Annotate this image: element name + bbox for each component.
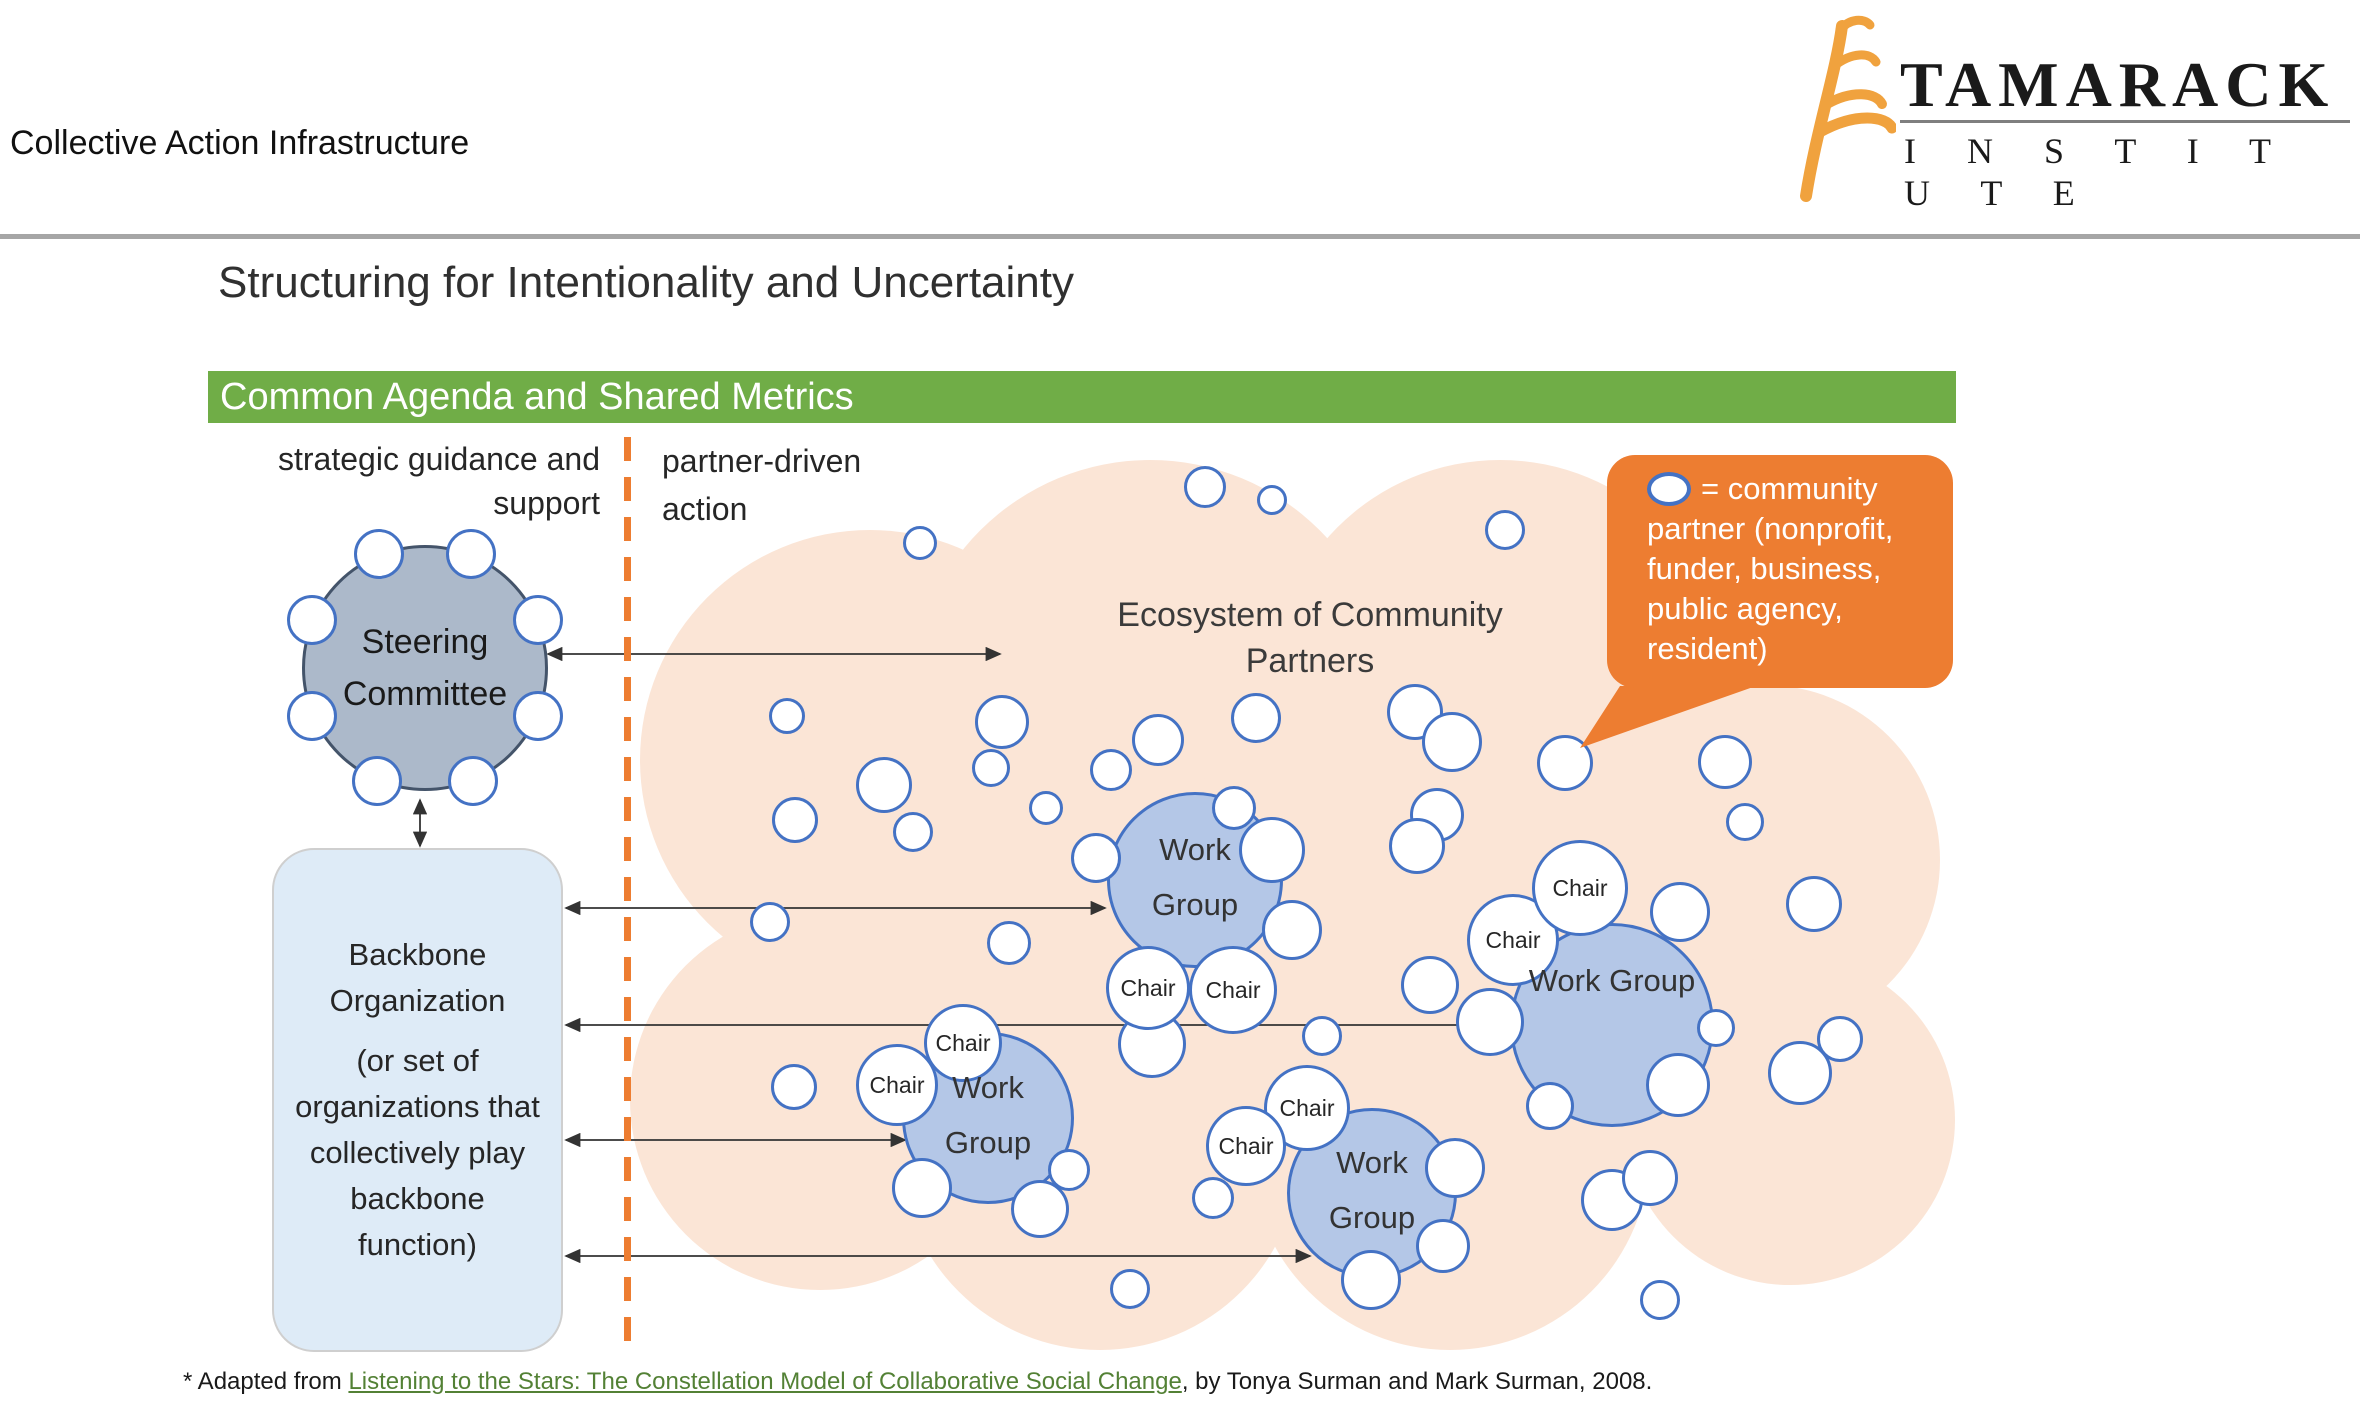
chair-circle: Chair <box>924 1004 1002 1082</box>
partner-circle <box>903 526 937 560</box>
legend-callout: = community partner (nonprofit, funder, b… <box>1607 455 1953 688</box>
partner-circle <box>1485 510 1525 550</box>
partner-circle <box>1650 882 1710 942</box>
partner-circle <box>1011 1180 1069 1238</box>
tamarack-institute-logo: TAMARACK I N S T I T U T E <box>1772 8 2352 213</box>
common-agenda-banner: Common Agenda and Shared Metrics <box>208 371 1956 423</box>
partner-circle <box>1646 1053 1710 1117</box>
partner-circle <box>1184 466 1226 508</box>
backbone-text-line: organizations that <box>295 1089 540 1124</box>
committee-member-circle <box>446 528 497 579</box>
partner-circle <box>1817 1016 1863 1062</box>
partner-circle <box>1192 1177 1234 1219</box>
work-group-label: Work Group <box>1528 963 1696 998</box>
partner-circle <box>1132 714 1184 766</box>
committee-member-circle <box>286 691 337 742</box>
tamarack-tree-icon <box>1800 15 1896 202</box>
partner-circle <box>892 1158 952 1218</box>
page-title: Collective Action Infrastructure <box>10 124 470 162</box>
slide-title: Structuring for Intentionality and Uncer… <box>218 258 1075 307</box>
partner-circle <box>893 812 933 852</box>
partner-circle <box>1029 791 1063 825</box>
partner-circle <box>1110 1269 1150 1309</box>
backbone-text-line: collectively play <box>309 1135 526 1170</box>
backbone-text-line: Backbone <box>348 937 487 972</box>
logo-wordmark: TAMARACK <box>1900 49 2336 120</box>
dashed-divider-line <box>624 437 631 1355</box>
legend-line: resident) <box>1647 631 1768 666</box>
footnote-suffix: , by Tonya Surman and Mark Surman, 2008. <box>1181 1368 1653 1395</box>
backbone-text-line: Organization <box>329 983 506 1018</box>
partner-circle <box>1410 788 1464 842</box>
backbone-text-line: function) <box>358 1227 477 1262</box>
committee-member-circle <box>448 756 499 807</box>
partner-circle <box>1698 735 1752 789</box>
partner-circle <box>1239 817 1305 883</box>
legend-line: partner (nonprofit, <box>1647 511 1894 546</box>
banner-label: Common Agenda and Shared Metrics <box>220 375 854 418</box>
partner-circle <box>1231 693 1281 743</box>
partner-circle <box>1212 786 1256 830</box>
partner-circle <box>975 695 1029 749</box>
partner-circle <box>1416 1219 1470 1273</box>
community-partner-circle-icon <box>1647 472 1691 506</box>
partner-circle <box>772 797 818 843</box>
logo-rule-line <box>1900 120 2350 123</box>
partner-circle <box>769 698 805 734</box>
chair-circle: Chair <box>1106 946 1190 1030</box>
partner-circle <box>1425 1138 1485 1198</box>
committee-member-circle <box>353 528 404 579</box>
strategic-guidance-label: strategic guidance and support <box>278 441 600 521</box>
partner-circle <box>1341 1250 1401 1310</box>
chair-circle: Chair <box>856 1044 938 1126</box>
ecosystem-label: Ecosystem of Community Partners <box>1117 596 1503 680</box>
footnote-prefix: * Adapted from <box>183 1368 349 1395</box>
partner-circle <box>1726 803 1764 841</box>
legend-line: = community <box>1701 471 1878 506</box>
partner-circle <box>1786 876 1842 932</box>
partner-circle <box>1401 956 1459 1014</box>
footnote: * Adapted from Listening to the Stars: T… <box>183 1368 1652 1396</box>
partner-circle <box>1697 1009 1735 1047</box>
legend-line: public agency, <box>1647 591 1843 626</box>
logo-subtitle: I N S T I T U T E <box>1904 131 2292 213</box>
chair-circle: Chair <box>1206 1106 1286 1186</box>
partner-circle <box>1071 833 1121 883</box>
partner-circle <box>987 921 1031 965</box>
partner-circle <box>1048 1149 1090 1191</box>
partner-circle <box>771 1064 817 1110</box>
footnote-link[interactable]: Listening to the Stars: The Constellatio… <box>348 1368 1182 1395</box>
partner-circle <box>856 757 912 813</box>
backbone-text-line: backbone <box>350 1181 485 1216</box>
committee-member-circle <box>513 594 564 645</box>
partner-circle <box>1640 1280 1680 1320</box>
partner-circle <box>972 749 1010 787</box>
steering-committee-circle: Steering Committee <box>302 545 548 791</box>
header-divider-line <box>0 234 2360 239</box>
partner-circle <box>1622 1150 1678 1206</box>
committee-member-circle <box>286 594 337 645</box>
backbone-text-line: (or set of <box>356 1043 479 1078</box>
chair-circle: Chair <box>1532 840 1628 936</box>
legend-line: funder, business, <box>1647 551 1882 586</box>
partner-driven-label: partner-driven action <box>662 443 862 527</box>
partner-circle <box>1257 485 1287 515</box>
partner-circle <box>1090 749 1132 791</box>
partner-circle <box>1526 1082 1574 1130</box>
committee-member-circle <box>351 756 402 807</box>
committee-member-circle <box>513 691 564 742</box>
partner-circle <box>1389 818 1445 874</box>
partner-circle <box>1422 712 1482 772</box>
partner-circle <box>1262 900 1322 960</box>
